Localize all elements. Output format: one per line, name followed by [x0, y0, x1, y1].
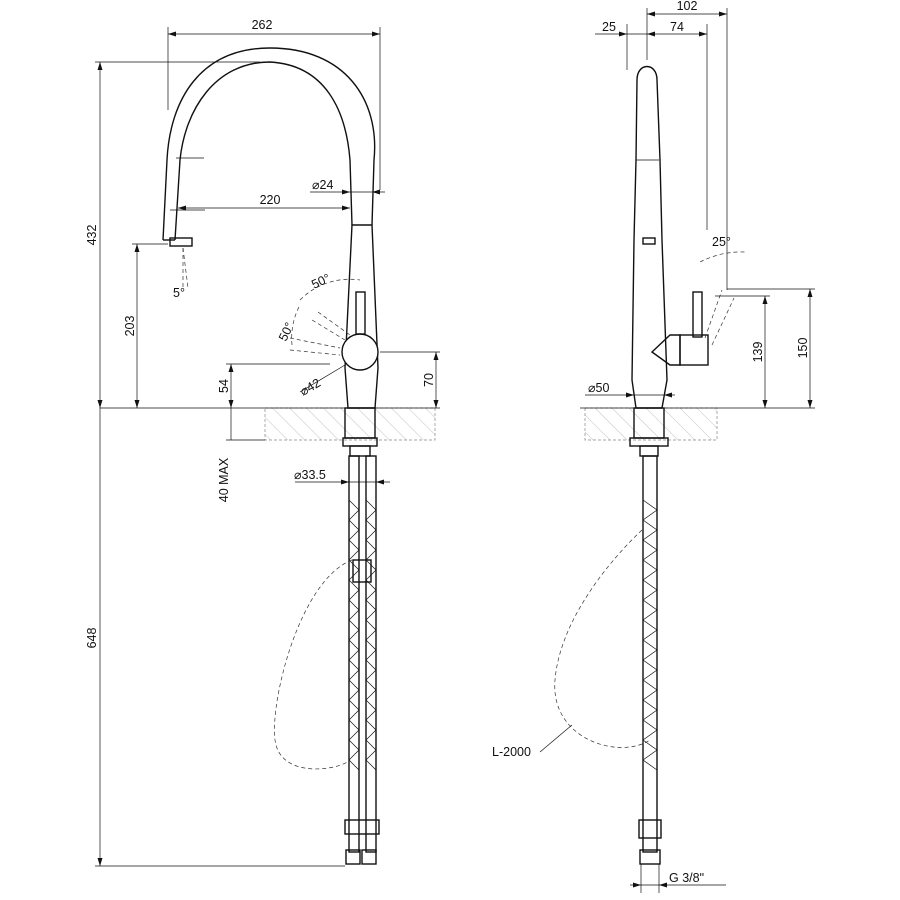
- side-body: [629, 65, 709, 457]
- side-dimensions: 102 25 74 25° 139 150 ⌀50: [492, 0, 815, 893]
- front-view: 262 220 ⌀24 432 203 54: [85, 18, 440, 867]
- dim-70: 70: [422, 373, 436, 387]
- dim-50deg-upper: 50°: [309, 271, 332, 292]
- dim-648: 648: [85, 628, 99, 649]
- dim-d42: ⌀42: [298, 376, 324, 399]
- dim-5deg: 5°: [173, 286, 185, 300]
- dim-139: 139: [751, 342, 765, 363]
- dim-40-max: 40 MAX: [217, 457, 231, 502]
- dim-203: 203: [123, 316, 137, 337]
- dim-54: 54: [217, 379, 231, 393]
- dim-262: 262: [252, 18, 273, 32]
- spout: [162, 47, 376, 247]
- countertop-section: [264, 407, 436, 441]
- dim-102: 102: [677, 0, 698, 13]
- dim-25: 25: [602, 20, 616, 34]
- dim-150: 150: [796, 338, 810, 359]
- handle: [289, 278, 379, 371]
- dim-50deg-lower: 50°: [276, 320, 297, 343]
- dim-432: 432: [85, 225, 99, 246]
- front-dimensions: 262 220 ⌀24 432 203 54: [85, 18, 440, 867]
- dim-d24: ⌀24: [312, 178, 333, 192]
- dim-d33-5: ⌀33.5: [294, 468, 326, 482]
- dim-d50: ⌀50: [588, 381, 609, 395]
- side-view: 102 25 74 25° 139 150 ⌀50: [492, 0, 815, 893]
- dim-25deg: 25°: [712, 235, 731, 249]
- faucet-body: [342, 224, 379, 457]
- dim-g3-8: G 3/8ʺ: [669, 871, 704, 885]
- dim-220: 220: [260, 193, 281, 207]
- dim-l2000: L-2000: [492, 745, 531, 759]
- dim-74: 74: [670, 20, 684, 34]
- side-hose: [554, 455, 662, 865]
- supply-hoses: [274, 455, 380, 865]
- countertop-section-side: [584, 407, 718, 441]
